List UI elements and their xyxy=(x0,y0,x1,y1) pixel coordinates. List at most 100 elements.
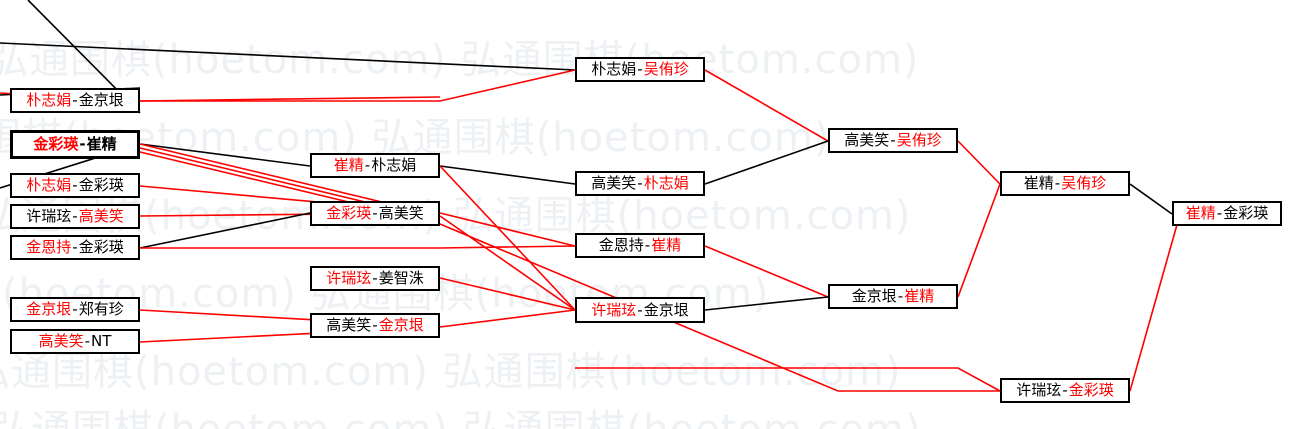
separator: - xyxy=(1216,204,1223,222)
connector-line xyxy=(140,245,576,249)
connector-line xyxy=(139,143,311,167)
match-box[interactable]: 崔精-金彩瑛 xyxy=(1172,201,1282,226)
player-left: 崔精 xyxy=(333,156,364,174)
connector-line xyxy=(704,69,829,142)
connector-line xyxy=(1129,183,1173,215)
match-box[interactable]: 崔精-吴侑珍 xyxy=(1000,171,1130,196)
separator: - xyxy=(644,236,651,254)
player-right: 金京垠 xyxy=(78,91,124,109)
connector-line xyxy=(439,165,576,311)
separator: - xyxy=(364,156,371,174)
player-right: 朴志娟 xyxy=(643,174,689,192)
match-box[interactable]: 朴志娟-吴侑珍 xyxy=(575,57,705,82)
player-left: 朴志娟 xyxy=(26,91,72,109)
connector-line xyxy=(439,215,576,311)
player-right: 崔精 xyxy=(86,135,117,153)
player-right: 高美笑 xyxy=(378,204,424,222)
match-box[interactable]: 朴志娟-金京垠 xyxy=(10,88,140,113)
watermark-text: 弘通围棋(hoetom.com) 弘通围棋(hoetom.com) xyxy=(0,37,920,83)
player-right: 金京垠 xyxy=(378,316,424,334)
player-right: 姜智洙 xyxy=(378,269,424,287)
separator: - xyxy=(372,269,378,287)
separator: - xyxy=(72,238,78,256)
separator: - xyxy=(372,204,378,222)
connector-line xyxy=(575,367,1001,392)
separator: - xyxy=(1062,381,1068,399)
match-box[interactable]: 金恩持-金彩瑛 xyxy=(10,235,140,260)
player-right: 崔精 xyxy=(651,236,682,254)
player-right: 金京垠 xyxy=(643,300,689,319)
separator: - xyxy=(372,316,378,334)
match-box[interactable]: 高美笑-吴侑珍 xyxy=(828,128,958,153)
match-box[interactable]: 金彩瑛-崔精 xyxy=(10,130,140,159)
connector-line xyxy=(439,165,576,185)
connector-line xyxy=(139,212,311,249)
match-box[interactable]: 金京垠-郑有珍 xyxy=(10,297,140,322)
connector-line xyxy=(957,140,1001,185)
player-left: 高美笑 xyxy=(326,316,372,334)
match-box[interactable]: 金恩持-崔精 xyxy=(575,233,705,258)
player-right: 金彩瑛 xyxy=(1223,204,1269,222)
player-right: 金彩瑛 xyxy=(1068,381,1114,399)
player-left: 金京垠 xyxy=(26,300,72,318)
match-box[interactable]: 许瑞玹-金彩瑛 xyxy=(1000,378,1130,403)
separator: - xyxy=(79,135,86,153)
match-box[interactable]: 许瑞玹-高美笑 xyxy=(10,204,140,229)
player-right: 郑有珍 xyxy=(78,300,124,318)
separator: - xyxy=(890,131,896,149)
match-box[interactable]: 许瑞玹-姜智洙 xyxy=(310,266,440,291)
connector-line xyxy=(439,309,576,328)
player-right: NT xyxy=(91,332,112,350)
player-right: 吴侑珍 xyxy=(643,60,689,78)
player-left: 许瑞玹 xyxy=(1016,381,1062,399)
player-right: 吴侑珍 xyxy=(1061,174,1107,192)
player-left: 金彩瑛 xyxy=(326,204,372,222)
watermark-text: 弘通围棋(hoetom.com) 弘通围棋(hoetom.com) xyxy=(0,410,922,429)
separator: - xyxy=(897,287,904,305)
connector-line xyxy=(0,42,576,71)
player-left: 许瑞玹 xyxy=(591,300,637,319)
match-box[interactable]: 高美笑-金京垠 xyxy=(310,313,440,338)
match-box[interactable]: 许瑞玹-金京垠 xyxy=(575,297,705,323)
connector-line xyxy=(139,96,441,102)
separator: - xyxy=(72,207,78,225)
separator: - xyxy=(637,60,643,78)
player-left: 崔精 xyxy=(1185,204,1216,222)
separator: - xyxy=(637,300,643,319)
player-left: 金恩持 xyxy=(26,238,72,256)
match-box[interactable]: 朴志娟-金彩瑛 xyxy=(10,173,140,198)
connector-line xyxy=(957,183,1001,298)
connector-line xyxy=(704,296,829,311)
connector-line xyxy=(704,140,829,185)
match-box[interactable]: 金京垠-崔精 xyxy=(828,284,958,309)
player-left: 许瑞玹 xyxy=(26,207,72,225)
connector-line xyxy=(1129,213,1181,392)
player-right: 朴志娟 xyxy=(371,156,417,174)
player-left: 金恩持 xyxy=(598,236,644,254)
player-right: 金彩瑛 xyxy=(78,238,124,256)
connector-line xyxy=(439,277,576,311)
player-right: 金彩瑛 xyxy=(78,176,124,194)
separator: - xyxy=(84,332,91,350)
separator: - xyxy=(72,300,78,318)
player-left: 高美笑 xyxy=(591,174,637,192)
separator: - xyxy=(72,91,78,109)
player-left: 崔精 xyxy=(1023,174,1054,192)
player-left: 朴志娟 xyxy=(591,60,637,78)
match-box[interactable]: 崔精-朴志娟 xyxy=(310,153,440,178)
connector-line xyxy=(439,212,576,247)
watermark-text: 弘通围棋(hoetom.com) 弘通围棋(hoetom.com) xyxy=(0,349,902,395)
match-box[interactable]: 金彩瑛-高美笑 xyxy=(310,201,440,226)
player-left: 金京垠 xyxy=(851,287,897,305)
separator: - xyxy=(72,176,78,194)
match-box[interactable]: 高美笑-朴志娟 xyxy=(575,171,705,196)
separator: - xyxy=(1054,174,1061,192)
player-right: 吴侑珍 xyxy=(896,131,942,149)
match-box[interactable]: 高美笑-NT xyxy=(10,329,140,354)
connector-line xyxy=(704,245,829,298)
separator: - xyxy=(637,174,643,192)
player-left: 朴志娟 xyxy=(26,176,72,194)
player-left: 高美笑 xyxy=(844,131,890,149)
player-right: 崔精 xyxy=(904,287,935,305)
